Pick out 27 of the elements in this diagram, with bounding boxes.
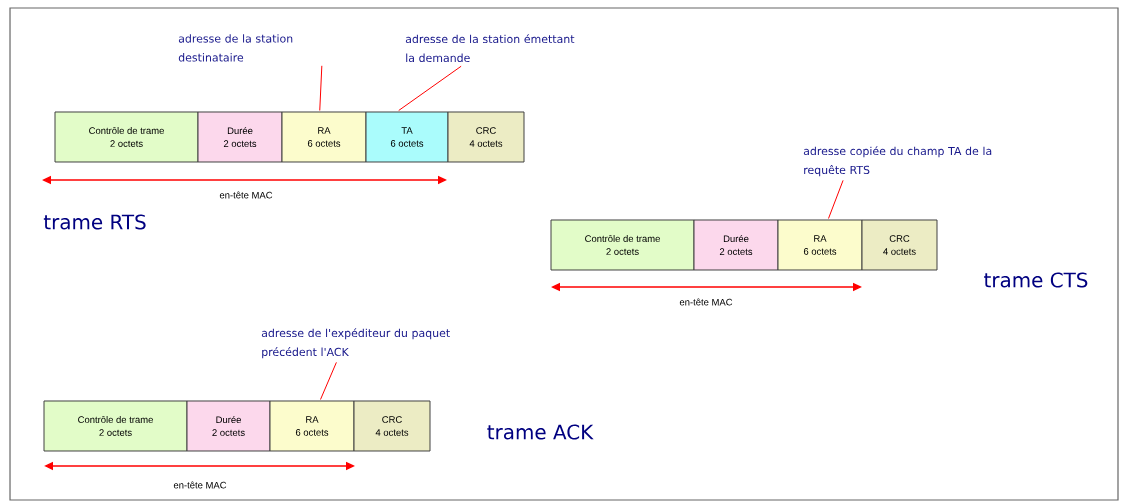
annotation: adresse de l'expéditeur du paquet précédent l'ACK — [261, 328, 450, 359]
dimension-label: en-tête MAC — [679, 298, 733, 306]
field-box: RA 6 octets — [777, 219, 863, 271]
leader-line — [828, 179, 844, 219]
frame-title: trame ACK — [487, 424, 594, 440]
field-box: Contrôle de trame 2 octets — [54, 111, 199, 163]
field-box: RA 6 octets — [269, 400, 355, 452]
frame-title: trame CTS — [984, 272, 1088, 288]
field-box: CRC 4 octets — [861, 219, 938, 271]
field-box: Contrôle de trame 2 octets — [550, 219, 695, 271]
annotation: adresse de la station destinataire — [178, 34, 293, 62]
field-box: Durée 2 octets — [197, 111, 283, 163]
field-box: TA 6 octets — [365, 111, 449, 163]
field-box: RA 6 octets — [281, 111, 367, 163]
leader-line — [398, 65, 462, 111]
field-box: Contrôle de trame 2 octets — [43, 400, 188, 452]
field-box: Durée 2 octets — [186, 400, 271, 452]
frame-title: trame RTS — [43, 214, 146, 230]
field-box: Durée 2 octets — [693, 219, 779, 271]
field-box: CRC 4 octets — [447, 111, 525, 163]
leader-line — [319, 65, 323, 111]
field-box: CRC 4 octets — [353, 400, 431, 452]
annotation: adresse de la station émettant la demande — [405, 34, 575, 63]
leader-line — [320, 361, 337, 400]
annotation: adresse copiée du champ TA de la requête RTS — [803, 146, 992, 177]
dimension-label: en-tête MAC — [173, 481, 227, 489]
dimension-label: en-tête MAC — [219, 191, 273, 199]
